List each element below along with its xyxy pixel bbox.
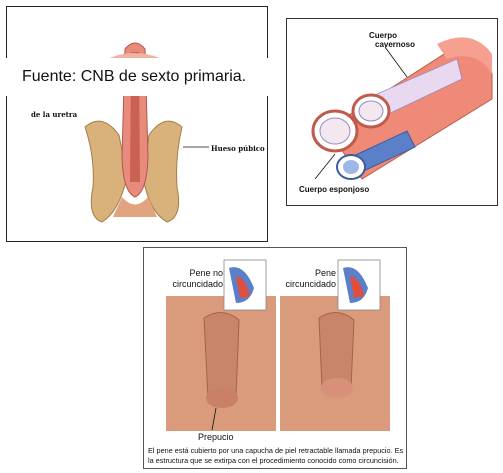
circumcision-description: El pene está cubierto por una capucha de… xyxy=(148,446,404,465)
uncircumcised-line2: circuncidado xyxy=(172,279,223,289)
prepucio-label: Prepucio xyxy=(198,432,234,442)
uncircumcised-label: Pene no circuncidado xyxy=(168,268,223,290)
anatomy-panel-cross-section: Cuerpo cavernoso Cuerpo esponjoso xyxy=(286,18,498,206)
cross-section-illustration xyxy=(311,37,493,180)
cavernoso-label-line2: cavernoso xyxy=(375,40,416,49)
urethra-label: de la uretra xyxy=(31,110,78,119)
caption-background xyxy=(0,58,286,96)
pubic-bone-label: Hueso púbico xyxy=(211,144,265,153)
circumcised-line2: circuncidado xyxy=(285,279,336,289)
esponjoso-label: Cuerpo esponjoso xyxy=(299,185,370,194)
source-caption: Fuente: CNB de sexto primaria. xyxy=(22,68,247,85)
circumcised-line1: Pene xyxy=(314,268,336,278)
circumcised-label: Pene circuncidado xyxy=(280,268,336,290)
sagittal-illustration xyxy=(84,42,209,223)
anatomy-panel-sagittal: de la uretra Hueso púbico xyxy=(6,6,268,242)
circumcision-panel: Pene no circuncidado Pene circuncidado P… xyxy=(143,247,407,469)
circumcision-illustration xyxy=(166,259,390,431)
uncircumcised-line1: Pene no xyxy=(189,268,223,278)
cavernoso-label-line1: Cuerpo xyxy=(369,31,397,40)
